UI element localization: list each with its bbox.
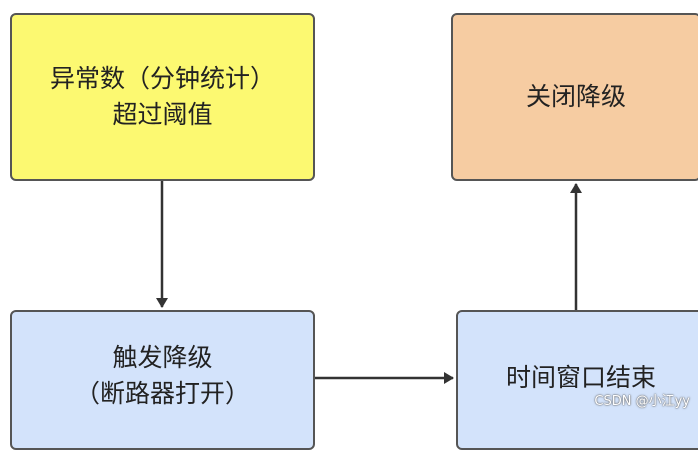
node-anomaly-threshold: 异常数（分钟统计） 超过阈值 [10,13,315,181]
node-trigger-degrade-line2: （断路器打开） [74,379,250,408]
node-trigger-degrade-line1: 触发降级 [112,343,213,372]
edges-layer [156,181,582,384]
node-close-degrade: 关闭降级 [451,13,698,181]
watermark: CSDN @小江yy [594,394,690,409]
node-close-degrade-label: 关闭降级 [525,82,626,111]
node-time-window-end: 时间窗口结束 [456,310,698,450]
node-anomaly-threshold-line2: 超过阈值 [112,100,213,129]
node-anomaly-threshold-line1: 异常数（分钟统计） [49,64,275,93]
node-trigger-degrade: 触发降级 （断路器打开） [10,310,315,450]
node-time-window-end-label: 时间窗口结束 [505,363,656,392]
flow-diagram: 异常数（分钟统计） 超过阈值 关闭降级 触发降级 （断路器打开） 时间窗口结束 … [10,13,698,450]
